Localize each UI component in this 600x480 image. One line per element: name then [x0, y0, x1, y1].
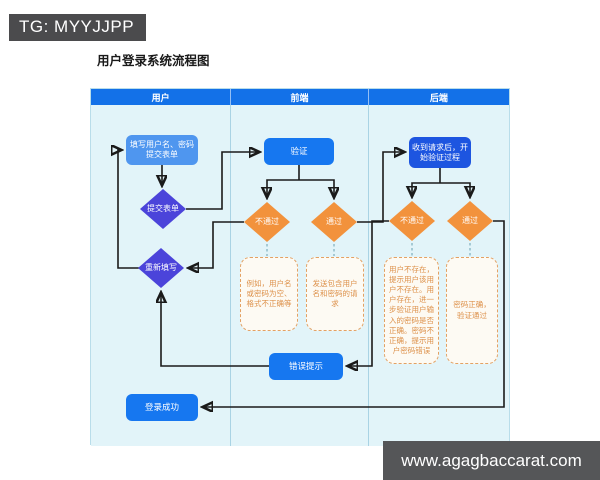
note-backend-fail: 用户不存在，提示用户该用户不存在。用户存在，进一步验证用户输入的密码是否正确。密…	[384, 257, 439, 364]
node-verify: 验证	[264, 138, 334, 165]
site-watermark: www.agagbaccarat.com	[383, 441, 600, 480]
node-receive-request: 收到请求后，开始验证过程	[409, 137, 471, 168]
note-frontend-pass: 发送包含用户名和密码的请求	[306, 257, 364, 331]
node-error-tip: 错误提示	[269, 353, 343, 380]
lane-header-frontend: 前端	[231, 89, 369, 105]
note-frontend-fail: 例如，用户名或密码为空、格式不正确等	[240, 257, 298, 331]
lane-header-row: 用户 前端 后端	[91, 89, 509, 105]
diagram-title: 用户登录系统流程图	[97, 54, 210, 68]
telegram-watermark: TG: MYYJJPP	[9, 14, 147, 41]
node-fill-form: 填写用户名、密码 提交表单	[126, 135, 198, 165]
lane-header-user: 用户	[91, 89, 232, 105]
lane-header-backend: 后端	[368, 89, 509, 105]
note-backend-pass: 密码正确，验证通过	[446, 257, 498, 364]
node-login-success: 登录成功	[126, 394, 198, 421]
